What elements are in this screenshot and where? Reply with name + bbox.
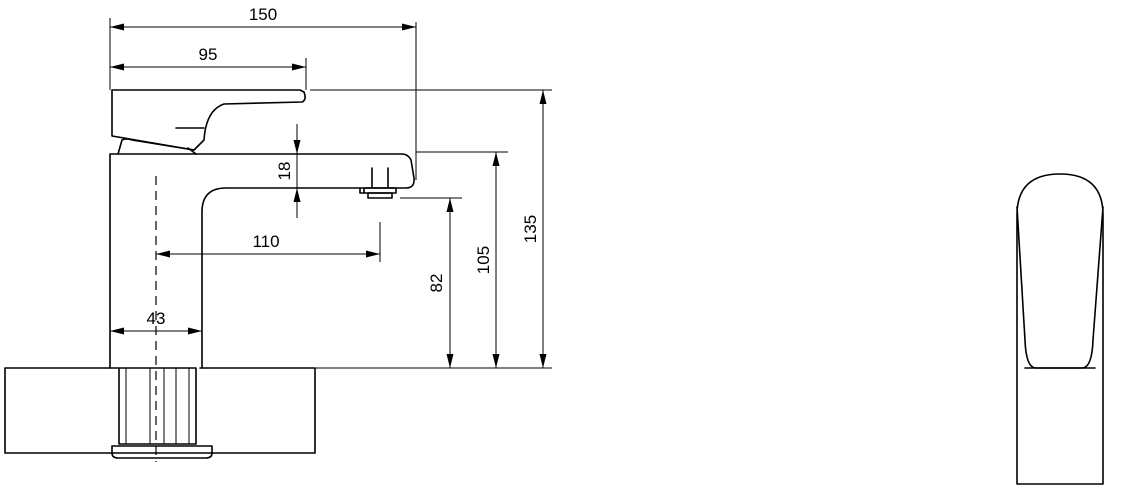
faucet-body — [109, 153, 415, 369]
dim-label-95: 95 — [199, 45, 218, 64]
dim-label-82: 82 — [427, 274, 446, 293]
extension-lines — [109, 18, 552, 369]
dim-label-43: 43 — [147, 309, 166, 328]
mounting-shank — [111, 367, 213, 459]
faucet-front-view — [1016, 173, 1104, 485]
dim-label-18: 18 — [275, 162, 294, 181]
dim-label-135: 135 — [521, 215, 540, 243]
dimension-labels: 150 95 18 110 43 82 105 135 — [147, 5, 540, 328]
dim-label-150: 150 — [249, 5, 277, 24]
lever-handle — [111, 89, 306, 155]
dim-label-105: 105 — [474, 246, 493, 274]
dim-label-110: 110 — [252, 232, 279, 251]
countertop — [4, 367, 316, 454]
dimension-lines — [110, 23, 547, 368]
